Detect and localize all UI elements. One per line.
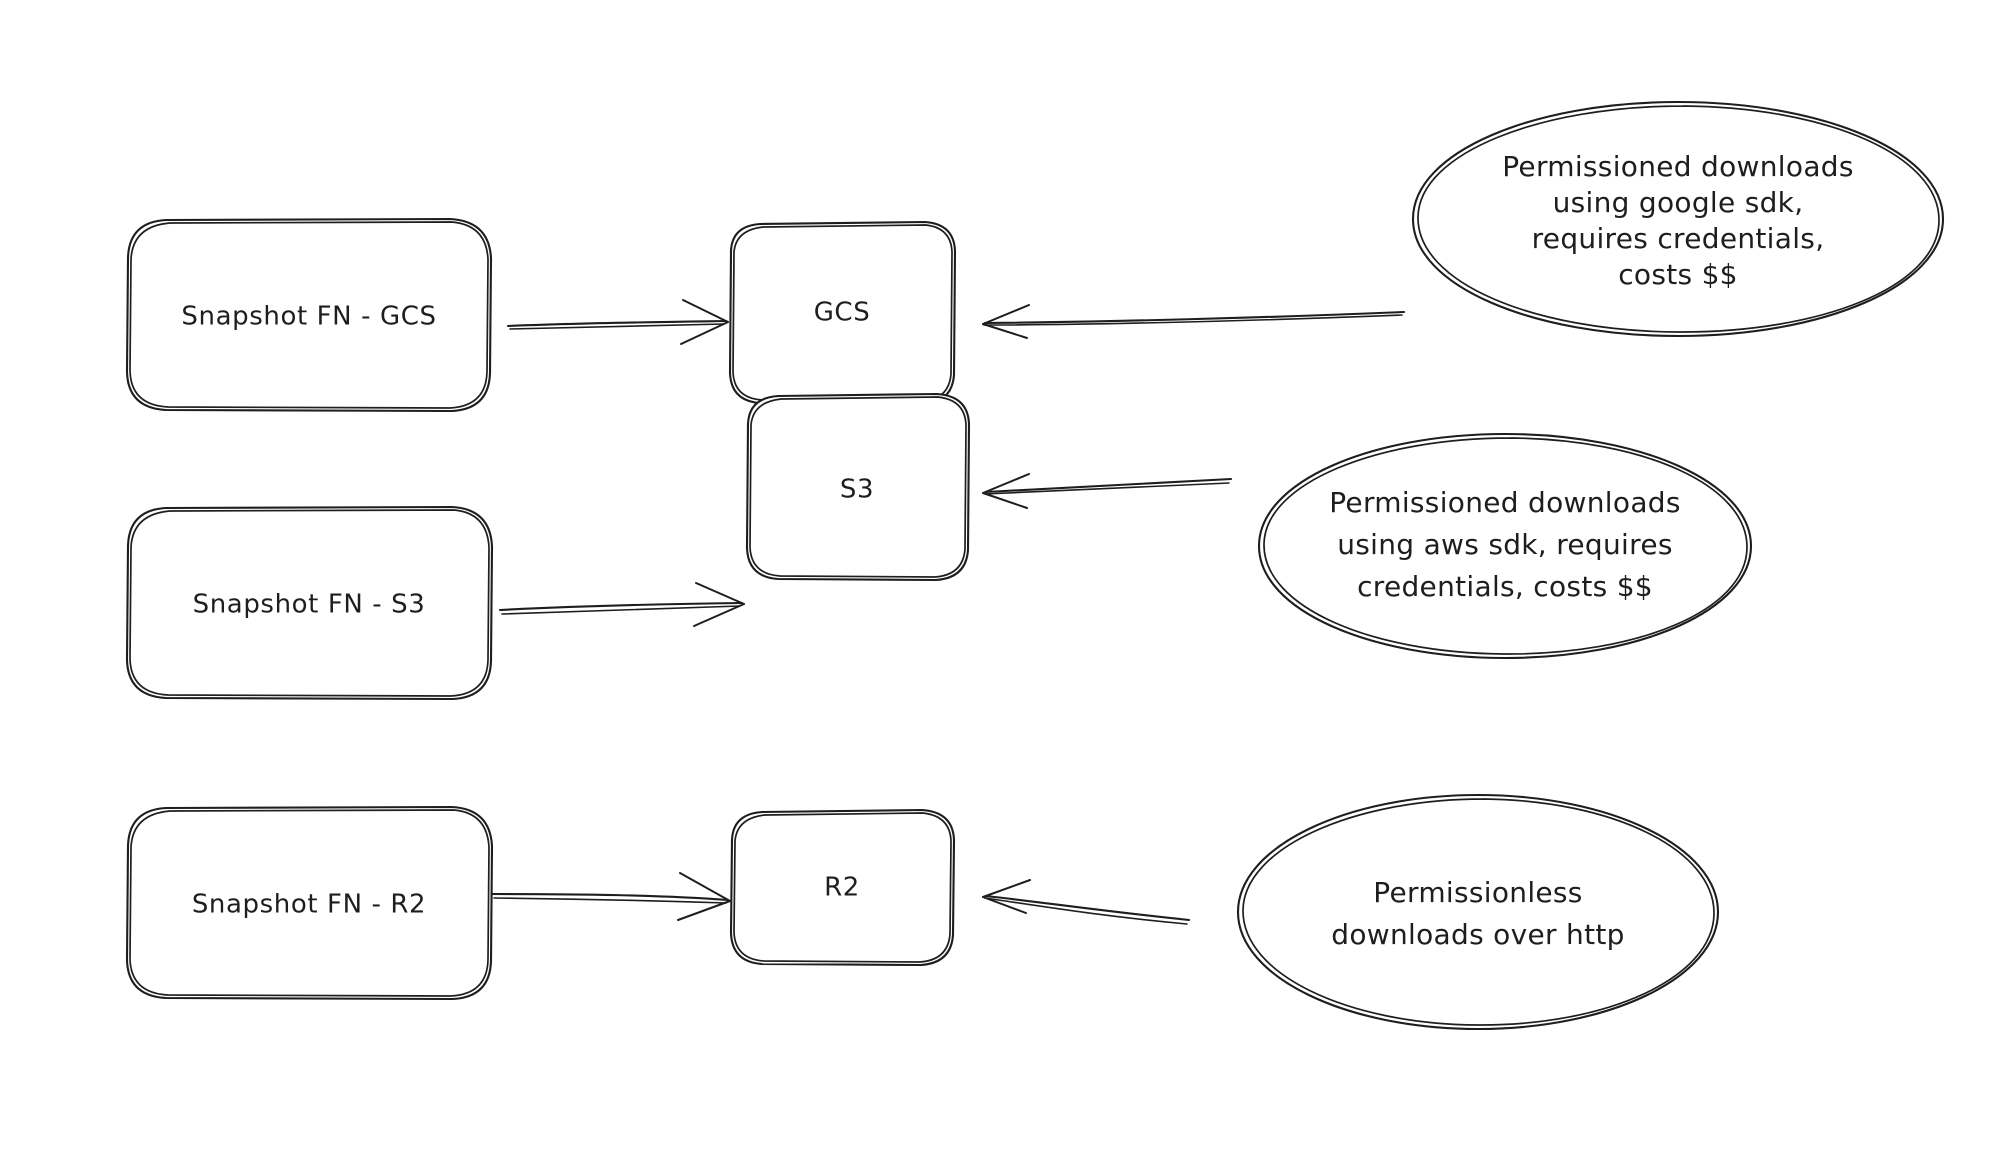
note-s3-line-3: credentials, costs $$ xyxy=(1357,570,1653,603)
note-s3[interactable]: Permissioned downloads using aws sdk, re… xyxy=(1257,432,1753,660)
note-gcs-line-1: Permissioned downloads xyxy=(1502,150,1854,183)
node-snapshot-fn-gcs-label: Snapshot FN - GCS xyxy=(181,302,436,332)
arrow-snapshot-fn-s3-to-s3 xyxy=(498,582,745,627)
node-r2-label: R2 xyxy=(824,873,860,903)
node-snapshot-fn-r2[interactable]: Snapshot FN - R2 xyxy=(125,805,494,1001)
arrow-note-gcs-to-gcs xyxy=(982,304,1406,339)
note-r2-line-1: Permissionless xyxy=(1373,876,1582,909)
node-snapshot-fn-gcs[interactable]: Snapshot FN - GCS xyxy=(125,217,493,413)
node-snapshot-fn-s3-label: Snapshot FN - S3 xyxy=(193,590,426,620)
note-gcs-line-2: using google sdk, xyxy=(1553,186,1804,219)
node-snapshot-fn-r2-label: Snapshot FN - R2 xyxy=(192,890,426,920)
row-gcs: Snapshot FN - GCS GCS xyxy=(125,100,1945,413)
note-gcs-line-3: requires credentials, xyxy=(1532,222,1825,255)
arrow-snapshot-fn-r2-to-r2 xyxy=(490,872,731,921)
row-r2: Snapshot FN - R2 R2 xyxy=(125,793,1720,1031)
node-s3[interactable]: S3 xyxy=(745,392,971,582)
node-gcs-label: GCS xyxy=(814,298,871,328)
note-s3-line-1: Permissioned downloads xyxy=(1329,486,1681,519)
note-r2-line-2: downloads over http xyxy=(1331,918,1624,951)
node-gcs[interactable]: GCS xyxy=(728,220,957,406)
row-s3: Snapshot FN - S3 S3 xyxy=(125,392,1753,701)
node-r2[interactable]: R2 xyxy=(729,808,956,967)
note-r2[interactable]: Permissionless downloads over http xyxy=(1236,793,1720,1031)
node-s3-label: S3 xyxy=(840,475,874,505)
arrow-snapshot-fn-gcs-to-gcs xyxy=(506,299,729,345)
note-gcs[interactable]: Permissioned downloads using google sdk,… xyxy=(1411,100,1945,338)
note-gcs-line-4: costs $$ xyxy=(1618,258,1738,291)
node-snapshot-fn-s3[interactable]: Snapshot FN - S3 xyxy=(125,505,494,701)
arrow-note-s3-to-s3 xyxy=(982,473,1233,509)
note-s3-line-2: using aws sdk, requires xyxy=(1337,528,1673,561)
arrow-note-r2-to-r2 xyxy=(982,879,1191,925)
